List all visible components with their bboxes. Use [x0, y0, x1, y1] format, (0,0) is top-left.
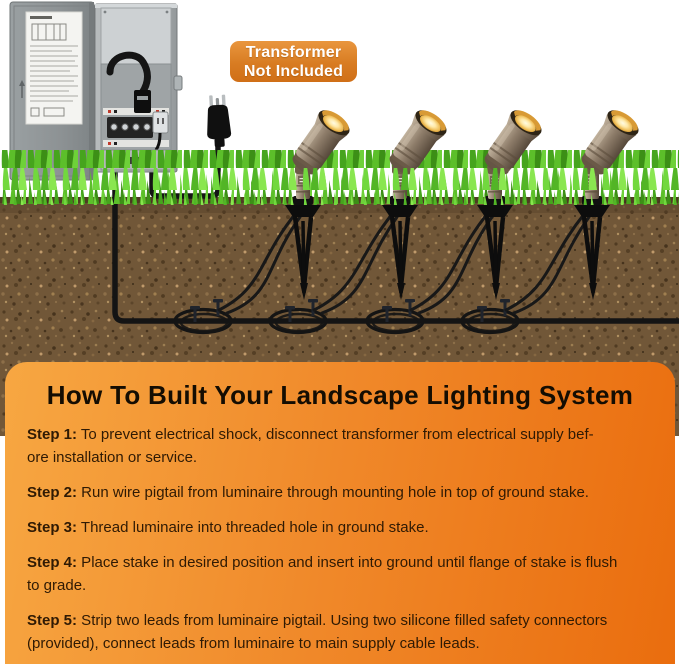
transformer-not-included-badge: Transformer Not Included	[230, 41, 357, 82]
step-5-text: Strip two leads from luminaire pigtail. …	[27, 612, 608, 652]
step-2-text: Run wire pigtail from luminaire through …	[77, 484, 589, 501]
wire-loop	[460, 307, 520, 335]
step-3: Step 3: Thread luminaire into threaded h…	[27, 516, 665, 539]
latch	[173, 75, 183, 91]
step-1: Step 1: To prevent electrical shock, dis…	[27, 423, 665, 469]
step-3-text: Thread luminaire into threaded hole in g…	[77, 519, 429, 536]
step-3-label: Step 3:	[27, 519, 78, 536]
wire-loop	[268, 307, 328, 335]
instructions-panel: How To Built Your Landscape Lighting Sys…	[5, 362, 675, 664]
transformer-cabinet	[94, 3, 183, 173]
outlet	[152, 111, 169, 134]
step-4-text: Place stake in desired position and inse…	[27, 554, 618, 594]
step-1-text: To prevent electrical shock, disconnect …	[27, 426, 594, 466]
step-4-label: Step 4:	[27, 554, 78, 571]
fixture-pigtail-wires	[217, 211, 591, 315]
grass-front	[0, 168, 679, 205]
power-plug-icon	[207, 94, 232, 148]
wire-loops	[173, 307, 520, 335]
step-4: Step 4: Place stake in desired position …	[27, 551, 665, 597]
main-supply-cable	[112, 163, 679, 324]
step-2: Step 2: Run wire pigtail from luminaire …	[27, 481, 665, 504]
wire-loop	[173, 307, 233, 335]
step-5: Step 5: Strip two leads from luminaire p…	[27, 609, 665, 655]
internal-cable	[106, 51, 151, 97]
door-label	[25, 11, 83, 125]
step-5-label: Step 5:	[27, 612, 78, 629]
transformer-door	[9, 1, 95, 181]
panel-heading: How To Built Your Landscape Lighting Sys…	[46, 380, 634, 410]
step-2-label: Step 2:	[27, 484, 78, 501]
terminal-block	[107, 117, 153, 138]
step-1-label: Step 1:	[27, 426, 78, 443]
wire-loop	[365, 307, 425, 335]
